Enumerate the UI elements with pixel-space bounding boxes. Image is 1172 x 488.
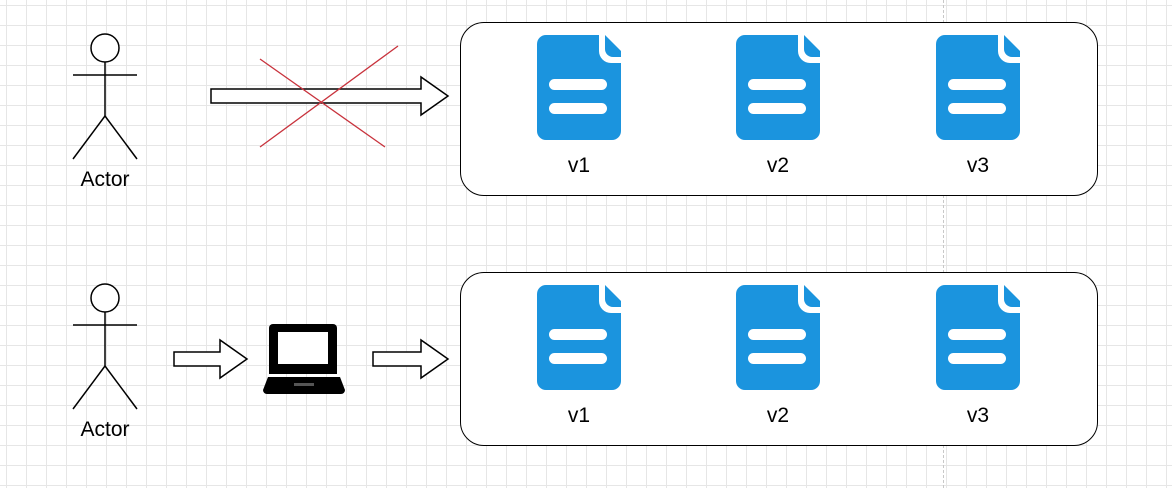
version-repository-top[interactable]: v1 v2 v3 [460, 22, 1098, 196]
document-v3[interactable]: v3 [936, 285, 1020, 427]
document-v1[interactable]: v1 [537, 35, 621, 177]
document-icon [736, 35, 820, 140]
cross-mark-icon [259, 45, 399, 148]
version-label: v2 [766, 404, 790, 427]
document-v2[interactable]: v2 [736, 285, 820, 427]
stick-figure-icon [72, 33, 138, 160]
document-v2[interactable]: v2 [736, 35, 820, 177]
version-label: v2 [766, 154, 790, 177]
document-icon [537, 35, 621, 140]
actor-to-laptop-arrow[interactable] [172, 337, 250, 381]
document-icon [537, 285, 621, 390]
stick-figure-icon [72, 283, 138, 410]
version-label: v3 [966, 154, 990, 177]
version-repository-bottom[interactable]: v1 v2 v3 [460, 272, 1098, 446]
document-icon [736, 285, 820, 390]
version-label: v3 [966, 404, 990, 427]
laptop-icon[interactable] [262, 322, 346, 396]
document-icon [936, 285, 1020, 390]
actor-label: Actor [80, 418, 130, 441]
laptop-to-repo-arrow[interactable] [371, 337, 451, 381]
page-break-guide [943, 0, 944, 488]
version-label: v1 [567, 404, 591, 427]
document-v1[interactable]: v1 [537, 285, 621, 427]
actor-direct[interactable]: Actor [70, 33, 140, 193]
actor-label: Actor [80, 168, 130, 191]
document-v3[interactable]: v3 [936, 35, 1020, 177]
version-label: v1 [567, 154, 591, 177]
document-icon [936, 35, 1020, 140]
actor-via-laptop[interactable]: Actor [70, 283, 140, 443]
